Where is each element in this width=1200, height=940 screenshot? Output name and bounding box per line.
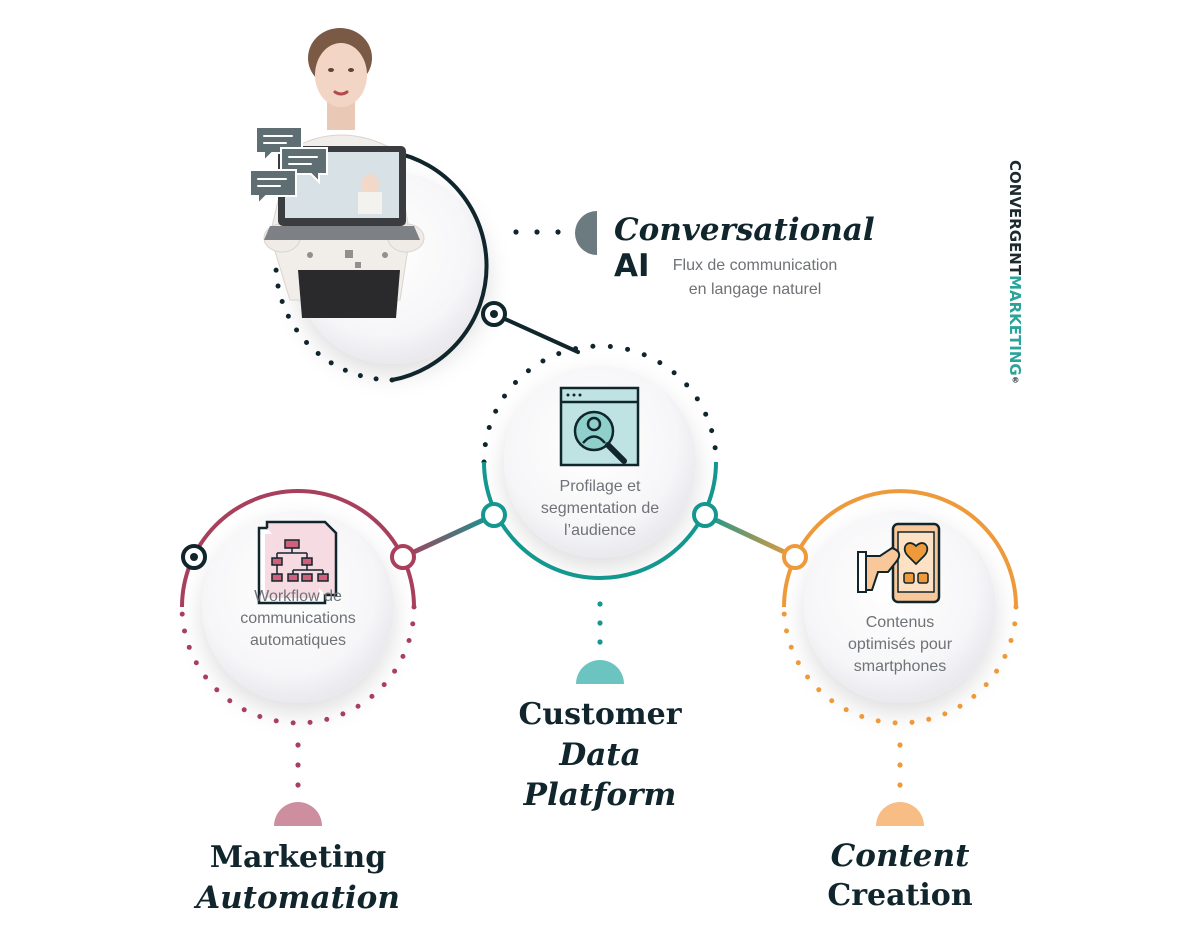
cdp-title: Customer Data Platform — [460, 695, 740, 815]
cdp-node — [481, 343, 719, 684]
cdp-title-line2: Data — [559, 737, 641, 773]
marketing-automation-title: Marketing Automation — [148, 838, 448, 918]
conversational-ai-ring-arc — [390, 150, 489, 382]
cdp-title-line3: Platform — [523, 777, 677, 813]
marketing-automation-description-line3: automatiques — [249, 632, 347, 649]
marketing-automation-description-line2: communications — [240, 610, 356, 627]
conversational-ai-title-suffix: AI — [614, 248, 650, 284]
brand-logo-vertical: CONVERGENTMARKETING® — [990, 160, 1024, 385]
content-creation-node — [781, 489, 1019, 826]
marketing-automation-node — [179, 489, 417, 826]
audience-profiling-icon — [559, 386, 640, 467]
cdp-left-junction — [481, 502, 507, 528]
cdp-stem-dots — [597, 601, 603, 645]
content-creation-title-line1: Content — [830, 838, 970, 874]
cdp-title-line1: Customer — [518, 697, 682, 732]
conversational-ai-title-main: Conversational — [614, 212, 875, 248]
conversational-ai-junction-core — [490, 310, 498, 318]
content-creation-description-line1: Contenus — [865, 614, 935, 631]
content-creation-left-junction — [782, 544, 808, 570]
marketing-automation-stem-dots — [295, 742, 301, 788]
avatar-presenter-illustration — [249, 28, 425, 318]
content-creation-title-line2: Creation — [827, 878, 973, 913]
conversational-ai-node — [249, 28, 597, 383]
conversational-ai-description: Flux de communication en langage naturel — [620, 254, 890, 302]
content-creation-description-line2: optimisés pour — [847, 636, 953, 653]
content-creation-description-line3: smartphones — [853, 658, 947, 675]
smartphone-heart-icon — [857, 522, 941, 604]
cdp-description-line3: l’audience — [563, 522, 637, 539]
connector-conversational-cdp — [492, 312, 580, 354]
marketing-automation-right-junction — [390, 544, 416, 570]
conversational-ai-description-line2: en langage naturel — [688, 281, 822, 298]
marketing-automation-title-line1: Marketing — [209, 840, 387, 875]
workflow-document-icon — [257, 520, 338, 605]
content-creation-description: Contenus optimisés pour smartphones — [810, 612, 990, 678]
conversational-ai-dots — [513, 229, 561, 235]
content-creation-title: Content Creation — [750, 836, 1050, 916]
marketing-automation-description: Workflow de communications automatiques — [208, 586, 388, 652]
content-creation-stem-dots — [897, 742, 903, 788]
brand-logo-part1: CONVERGENT — [1006, 160, 1024, 276]
conversational-ai-half-disc — [575, 211, 597, 255]
cdp-right-junction — [692, 502, 718, 528]
marketing-automation-half-disc — [274, 802, 322, 826]
brand-logo-mark: ® — [1011, 375, 1020, 385]
content-creation-half-disc — [876, 802, 924, 826]
cdp-half-disc — [576, 660, 624, 684]
content-creation-disc — [804, 511, 996, 703]
cdp-description: Profilage et segmentation de l’audience — [510, 476, 690, 542]
marketing-automation-disc — [202, 511, 394, 703]
cdp-ring-dotted — [481, 343, 719, 465]
marketing-automation-description-line1: Workflow de — [254, 588, 342, 605]
connector-cdp-cc — [703, 512, 797, 560]
brand-logo-part2: MARKETING — [1006, 275, 1024, 376]
conversational-ai-description-line1: Flux de communication — [672, 257, 838, 274]
cdp-description-line2: segmentation de — [540, 500, 660, 517]
marketing-automation-left-junction-core — [190, 553, 198, 561]
marketing-automation-title-line2: Automation — [196, 880, 400, 916]
conversational-ai-title: Conversational AI — [614, 212, 914, 284]
connector-ma-cdp — [401, 512, 496, 560]
cdp-description-line1: Profilage et — [559, 478, 641, 495]
